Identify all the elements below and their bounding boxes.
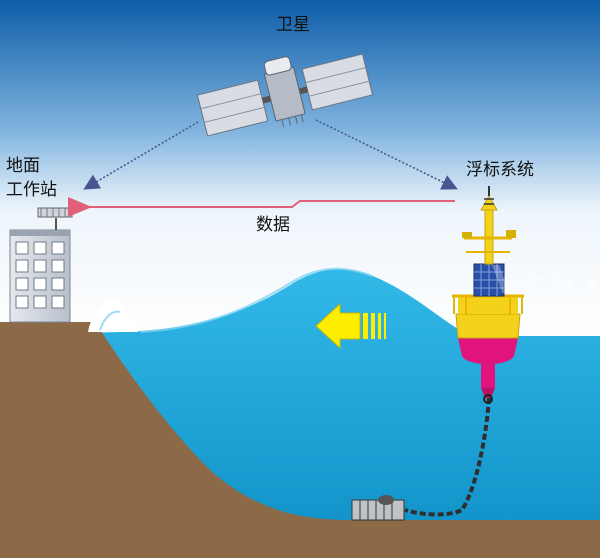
buoy-system-label: 浮标系统 bbox=[466, 160, 534, 180]
signal-line-to-buoy bbox=[315, 119, 458, 190]
satellite-graphic bbox=[196, 53, 374, 137]
data-link-label: 数据 bbox=[256, 215, 290, 235]
data-link-arrow bbox=[68, 197, 455, 217]
breaking-wave-shade bbox=[99, 310, 121, 331]
building-window bbox=[33, 241, 47, 255]
wave-direction-arrow bbox=[315, 302, 386, 350]
building-window bbox=[51, 295, 65, 309]
building-window bbox=[33, 277, 47, 291]
signal-line-to-ground-station bbox=[83, 121, 199, 190]
building-window bbox=[33, 295, 47, 309]
anchor bbox=[351, 495, 405, 521]
building-window bbox=[51, 277, 65, 291]
watermark-text: VERY bbox=[492, 258, 600, 302]
building-windows bbox=[15, 241, 65, 309]
building-window bbox=[15, 295, 29, 309]
wave-crest-highlight bbox=[139, 267, 373, 333]
breaking-wave bbox=[88, 299, 138, 332]
building-window bbox=[51, 259, 65, 273]
satellite-label: 卫星 bbox=[276, 15, 310, 35]
ground-station-label-line1: 地面 bbox=[6, 156, 40, 176]
seabed bbox=[0, 322, 600, 558]
building-window bbox=[15, 241, 29, 255]
building-window bbox=[15, 259, 29, 273]
building-window bbox=[15, 277, 29, 291]
ground-station-building bbox=[9, 207, 73, 323]
buoy bbox=[452, 186, 524, 404]
ground-station-label-line2: 工作站 bbox=[6, 180, 57, 200]
mooring-chain bbox=[404, 397, 491, 517]
building-window bbox=[51, 241, 65, 255]
building-window bbox=[33, 259, 47, 273]
